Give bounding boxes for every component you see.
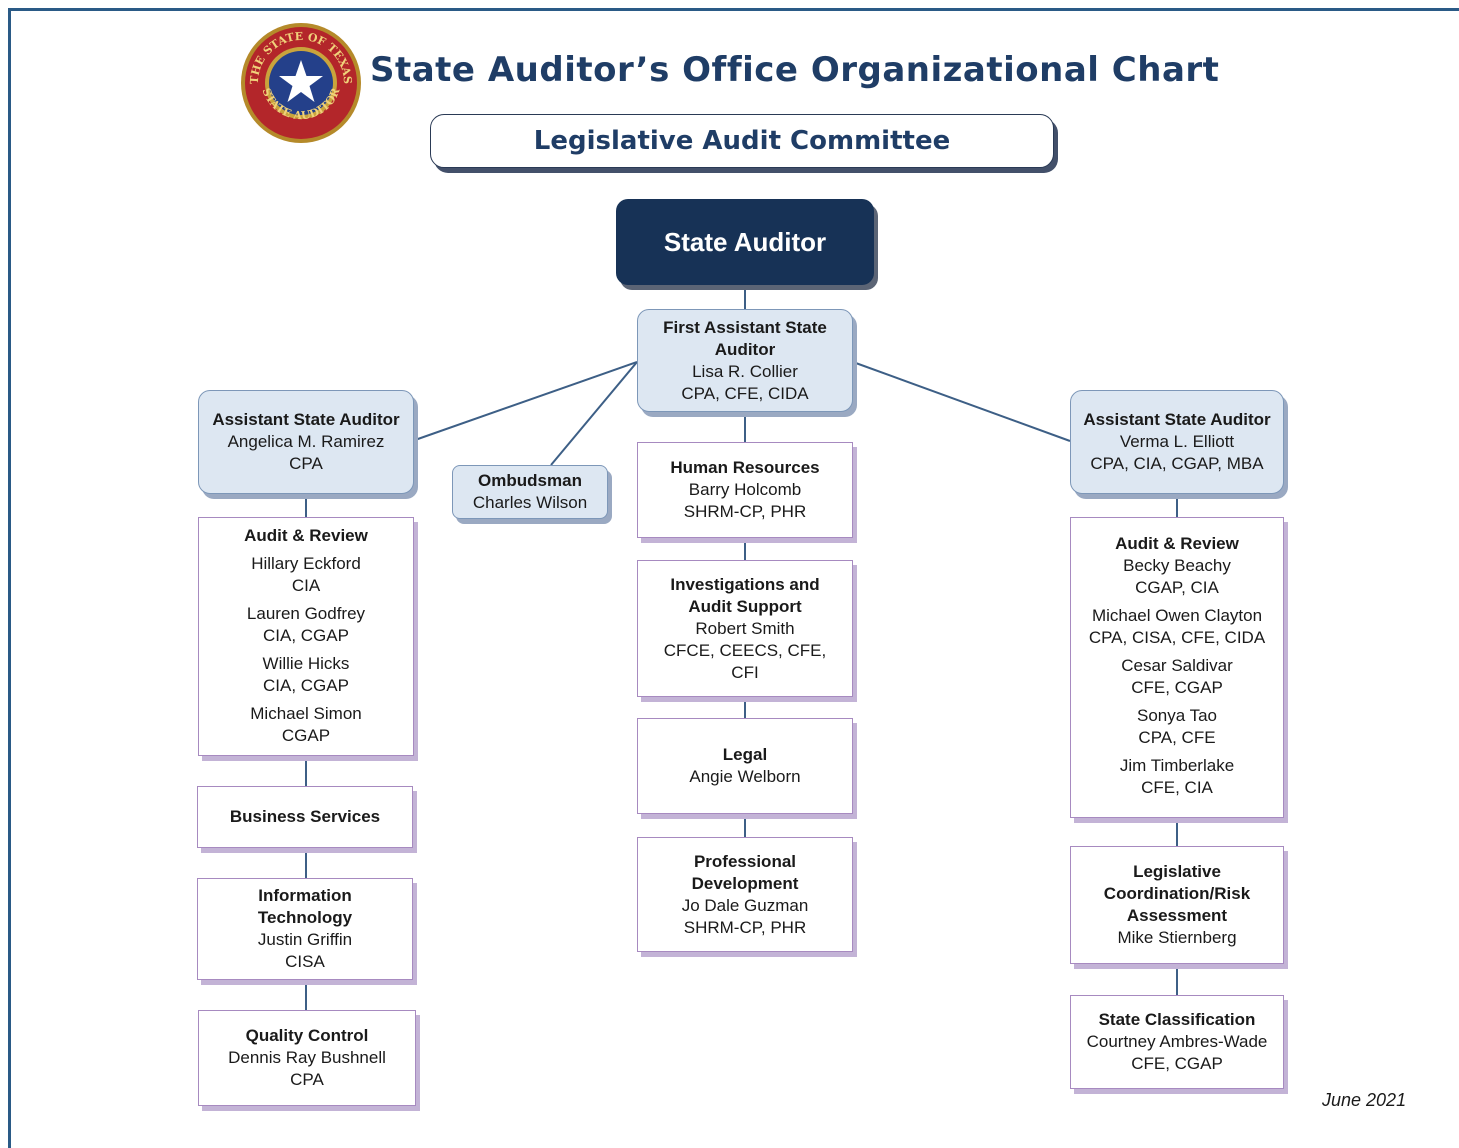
person-creds: CIA, CGAP <box>263 626 349 645</box>
professional-development-box: Professional Development Jo Dale Guzman … <box>637 837 853 952</box>
leg-coord-title: Legislative Coordination/Risk Assessment <box>1103 862 1251 925</box>
prof-dev-creds: SHRM-CP, PHR <box>683 917 807 937</box>
right-person: Jim Timberlake CFE, CIA <box>1120 755 1234 799</box>
investigations-name: Robert Smith <box>695 618 795 638</box>
person-creds: CFE, CGAP <box>1131 678 1223 697</box>
person-name: Jim Timberlake <box>1119 756 1235 775</box>
legal-title: Legal <box>722 745 768 764</box>
person-name: Lauren Godfrey <box>246 604 366 623</box>
left-audit-review-box: Audit & Review Hillary Eckford CIA Laure… <box>198 517 414 756</box>
qc-creds: CPA <box>290 1070 324 1089</box>
right-assistant-box: Assistant State Auditor Verma L. Elliott… <box>1070 390 1284 494</box>
prof-dev-name: Jo Dale Guzman <box>681 895 809 915</box>
person-name: Michael Simon <box>250 704 362 723</box>
left-assistant-title: Assistant State Auditor <box>212 410 400 429</box>
investigations-title: Investigations and Audit Support <box>670 574 820 616</box>
ombudsman-name: Charles Wilson <box>472 493 588 512</box>
human-resources-box: Human Resources Barry Holcomb SHRM-CP, P… <box>637 442 853 538</box>
left-assistant-creds: CPA <box>289 454 323 473</box>
first-assistant-creds: CPA, CFE, CIDA <box>681 383 809 403</box>
business-services-box: Business Services <box>197 786 413 848</box>
first-assistant-title: First Assistant State Auditor <box>663 317 827 359</box>
prof-dev-title: Professional Development <box>691 851 799 893</box>
left-person: Willie Hicks CIA, CGAP <box>263 653 350 697</box>
person-creds: CPA, CISA, CFE, CIDA <box>1088 628 1266 647</box>
left-assistant-box: Assistant State Auditor Angelica M. Rami… <box>198 390 414 494</box>
ombudsman-title: Ombudsman <box>478 471 582 490</box>
left-person: Michael Simon CGAP <box>250 703 362 747</box>
leg-coord-name: Mike Stiernberg <box>1117 928 1237 947</box>
right-person: Sonya Tao CPA, CFE <box>1137 705 1217 749</box>
hr-title: Human Resources <box>670 458 820 477</box>
person-creds: CIA, CGAP <box>263 676 349 695</box>
classification-name: Courtney Ambres-Wade <box>1086 1032 1268 1051</box>
state-auditor-box: State Auditor <box>616 199 874 285</box>
business-services-title: Business Services <box>229 807 381 826</box>
committee-box: Legislative Audit Committee <box>430 114 1054 168</box>
investigations-creds: CFCE, CEECS, CFE, CFI <box>663 640 827 682</box>
person-name: Sonya Tao <box>1136 706 1218 725</box>
first-assistant-box: First Assistant State Auditor Lisa R. Co… <box>637 309 853 412</box>
left-audit-review-title: Audit & Review <box>244 526 368 545</box>
state-auditor-seal: THE STATE OF TEXAS STATE AUDITOR <box>241 23 361 143</box>
right-assistant-creds: CPA, CIA, CGAP, MBA <box>1090 454 1264 473</box>
person-name: Hillary Eckford <box>251 554 361 573</box>
right-person: Cesar Saldivar CFE, CGAP <box>1121 655 1233 699</box>
first-assistant-name: Lisa R. Collier <box>692 361 798 381</box>
person-creds: CIA <box>291 576 321 595</box>
hr-name: Barry Holcomb <box>688 480 802 499</box>
person-creds: CPA, CFE <box>1138 728 1216 747</box>
left-person: Lauren Godfrey CIA, CGAP <box>247 603 365 647</box>
left-person: Hillary Eckford CIA <box>251 553 361 597</box>
legal-name: Angie Welborn <box>689 767 801 786</box>
right-audit-review-box: Audit & Review Becky Beachy CGAP, CIA Mi… <box>1070 517 1284 818</box>
it-title: Information Technology <box>257 886 353 927</box>
right-audit-review-title: Audit & Review <box>1115 534 1239 553</box>
left-assistant-name: Angelica M. Ramirez <box>227 432 385 451</box>
qc-name: Dennis Ray Bushnell <box>228 1048 386 1067</box>
person-creds: CGAP, CIA <box>1135 578 1219 597</box>
qc-title: Quality Control <box>245 1026 369 1045</box>
right-assistant-title: Assistant State Auditor <box>1083 410 1271 429</box>
person-name: Willie Hicks <box>262 654 350 673</box>
date-label: June 2021 <box>1322 1090 1407 1110</box>
it-creds: CISA <box>285 952 325 971</box>
ombudsman-box: Ombudsman Charles Wilson <box>452 465 608 519</box>
right-assistant-name: Verma L. Elliott <box>1119 432 1235 451</box>
quality-control-box: Quality Control Dennis Ray Bushnell CPA <box>198 1010 416 1106</box>
right-person: Michael Owen Clayton CPA, CISA, CFE, CID… <box>1089 605 1265 649</box>
person-name: Cesar Saldivar <box>1121 656 1233 675</box>
legislative-coordination-box: Legislative Coordination/Risk Assessment… <box>1070 846 1284 964</box>
investigations-box: Investigations and Audit Support Robert … <box>637 560 853 697</box>
information-technology-box: Information Technology Justin Griffin CI… <box>197 878 413 980</box>
person-creds: CFE, CIA <box>1141 778 1213 797</box>
right-person: Becky Beachy CGAP, CIA <box>1123 555 1231 599</box>
person-name: Michael Owen Clayton <box>1091 606 1263 625</box>
state-classification-box: State Classification Courtney Ambres-Wad… <box>1070 995 1284 1089</box>
person-name: Becky Beachy <box>1123 556 1231 575</box>
hr-creds: SHRM-CP, PHR <box>683 502 807 521</box>
page-title: State Auditor’s Office Organizational Ch… <box>370 50 1220 90</box>
page-border <box>8 8 1459 1148</box>
legal-box: Legal Angie Welborn <box>637 718 853 814</box>
person-creds: CGAP <box>281 726 331 745</box>
it-name: Justin Griffin <box>257 930 353 949</box>
classification-creds: CFE, CGAP <box>1131 1054 1223 1073</box>
classification-title: State Classification <box>1098 1010 1256 1029</box>
